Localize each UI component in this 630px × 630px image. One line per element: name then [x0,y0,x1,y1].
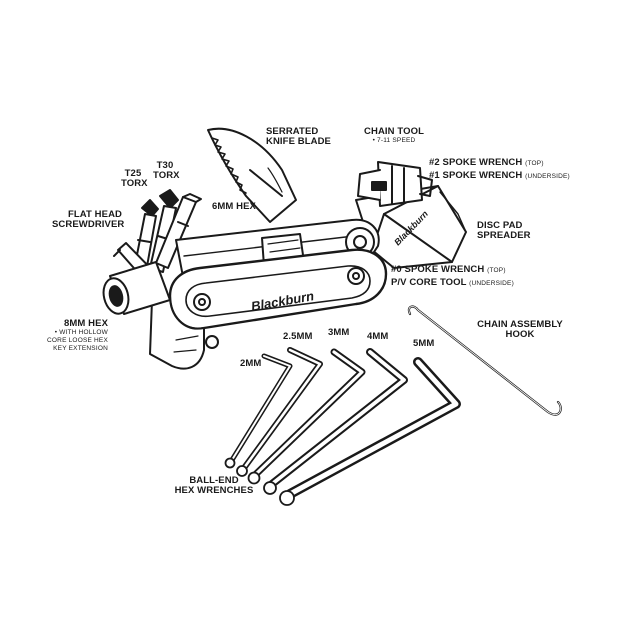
label-chain-tool: CHAIN TOOL • 7-11 SPEED [364,126,424,145]
label-6mm-hex: 6MM HEX [212,201,256,212]
label-hex-key-2mm: 2MM [240,358,262,369]
label-flat-head-screwdriver: FLAT HEAD SCREWDRIVER [52,209,125,230]
label-spoke-wrench-0: #0 SPOKE WRENCH (TOP) [391,264,506,275]
chain-tool [357,161,433,207]
hex-8mm-extension [102,261,171,315]
label-chain-assembly-hook: CHAIN ASSEMBLY HOOK [477,319,563,340]
label-hex-key-2-5mm: 2.5MM [283,331,313,342]
label-spoke-wrench-1: #1 SPOKE WRENCH (UNDERSIDE) [429,170,570,181]
label-hex-key-4mm: 4MM [367,331,389,342]
label-t25-torx: T25 TORX [121,168,148,189]
label-hex-key-3mm: 3MM [328,327,350,338]
label-spoke-wrench-2: #2 SPOKE WRENCH (TOP) [429,157,544,168]
hex-6mm-bit [155,193,202,269]
label-serrated-knife-blade: SERRATED KNIFE BLADE [266,126,331,147]
label-8mm-hex: 8MM HEX • WITH HOLLOW CORE LOOSE HEX KEY… [47,318,108,353]
hex-key-5mm [285,357,461,499]
label-hex-key-5mm: 5MM [413,338,435,349]
label-t30-torx: T30 TORX [153,160,180,181]
ball-ends [224,457,295,506]
label-disc-pad-spreader: DISC PAD SPREADER [477,220,531,241]
serrated-knife-blade [207,127,297,223]
lower-body [149,295,219,370]
label-pv-core-tool: P/V CORE TOOL (UNDERSIDE) [391,277,514,288]
label-ball-end-hex-wrenches: BALL-END HEX WRENCHES [174,475,254,496]
